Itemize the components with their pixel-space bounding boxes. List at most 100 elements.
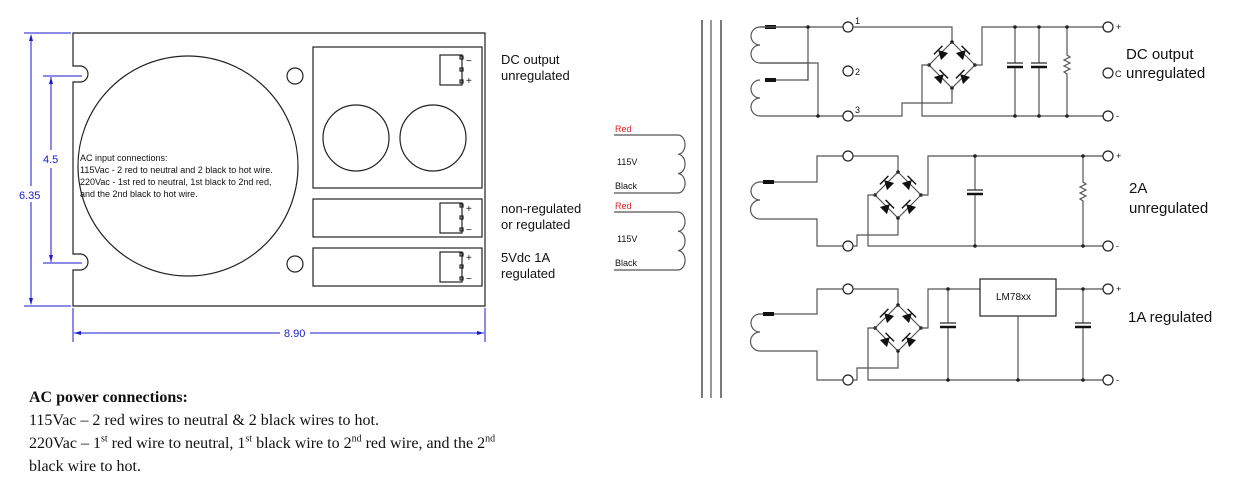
wire-label-black: Black [615,258,638,268]
output-module-dc-unregulated: − + [312,46,483,189]
capacitor [1031,25,1047,118]
terminal-sign-top: + [466,204,472,215]
capacitor [1075,287,1091,382]
pin-label-1: 1 [855,16,860,26]
terminal-3 [842,110,854,122]
terminal-sign-bottom: − [466,225,472,236]
wire-label-red: Red [615,124,632,134]
notes-sup: st [100,433,108,445]
center-tap-label: C [1115,69,1122,79]
primary-coil-2: Red 115V Black [614,201,686,271]
notes-sup: nd [485,433,496,445]
output-terminal-minus [1102,240,1114,252]
primary-coil-1: Red 115V Black [614,124,686,194]
terminal-sign-top: − [466,56,472,67]
notes-text: red wire to neutral, 1 [107,435,246,452]
fuse-icon [763,180,774,184]
notes-line-220: 220Vac – 1st red wire to neutral, 1st bl… [29,432,495,455]
output-terminal-plus [1102,21,1114,33]
enclosure-outline [72,32,486,307]
notes-line-3: black wire to hot. [29,455,495,478]
capacitor [1007,25,1023,118]
minus-sign: - [1116,241,1119,251]
dimension-width-value: 8.90 [284,328,305,340]
schematic-section-2a: + - 2A unregulated [749,150,1208,252]
voltage-label: 115V [617,157,637,167]
terminal-sign-top: + [466,253,472,264]
notes-text: red wire, and the 2 [361,435,486,452]
terminal-block [439,54,464,86]
ac-note-line3: 220Vac - 1st red to neutral, 1st black t… [80,177,271,187]
output-terminal-plus [1102,150,1114,162]
schematic-section-dc-output: 1 2 3 [750,16,1205,122]
section-1-label-line2: unregulated [1126,65,1205,82]
plus-sign: + [1116,22,1121,32]
notes-text: 220Vac – 1 [29,435,101,452]
dimension-hole-spacing: 4.5 [43,75,82,264]
pin-label-3: 3 [855,105,860,115]
bridge-rectifier [873,303,923,353]
terminal [842,374,854,386]
notes-line1-text: 115Vac – 2 red wires to neutral & 2 blac… [29,412,379,429]
ac-note: AC input connections: 115Vac - 2 red to … [80,153,273,199]
minus-sign: - [1116,111,1119,121]
notes-text: black wire to 2 [252,435,352,452]
dimension-height-value: 6.35 [19,190,40,202]
bridge-rectifier [873,170,923,220]
ac-note-line1: AC input connections: [80,153,168,163]
section-2-label-line2: unregulated [1129,200,1208,217]
transformer-core [701,20,722,398]
resistor [1078,154,1088,248]
plus-sign: + [1116,151,1121,161]
output-terminal-minus [1102,110,1114,122]
dimension-width: 8.90 [72,308,486,342]
bridge-rectifier [927,40,977,90]
dimension-hole-spacing-value: 4.5 [43,154,58,166]
dimension-height: 6.35 [19,32,71,307]
notes-sup: st [245,433,253,445]
minus-sign: - [1116,375,1119,385]
ac-note-line2: 115Vac - 2 red to neutral and 2 black to… [80,165,273,175]
notes-line-115: 115Vac – 2 red wires to neutral & 2 blac… [29,409,495,432]
section-2-label-line1: 2A [1129,180,1147,197]
wire-label-red: Red [615,201,632,211]
output-terminal-plus [1102,283,1114,295]
fuse-icon [763,312,774,316]
capacitor [940,287,956,382]
terminal-2 [842,65,854,77]
notes-heading: AC power connections: [29,389,188,406]
voltage-regulator: LM78xx [979,278,1057,382]
output-label-3-line1: 5Vdc 1A [501,250,550,265]
ac-power-notes: AC power connections: 115Vac – 2 red wir… [29,386,495,478]
output-label-2-line2: or regulated [501,217,570,232]
output-terminal-center [1102,67,1114,79]
ac-note-line4: and the 2nd black to hot wire. [80,189,198,199]
plus-sign: + [1116,284,1121,294]
terminal [842,283,854,295]
terminal [842,240,854,252]
wire-label-black: Black [615,181,638,191]
output-label-3-line2: regulated [501,266,555,281]
terminal-sign-bottom: − [466,274,472,285]
notes-sup: nd [351,433,362,445]
voltage-label: 115V [617,234,637,244]
terminal-sign-bottom: + [466,76,472,87]
output-module-non-regulated: + − [312,198,483,238]
terminal-1 [842,21,854,33]
mount-hole-bottom [286,255,304,273]
section-1-label-line1: DC output [1126,46,1194,63]
section-3-label: 1A regulated [1128,309,1212,326]
terminal [842,150,854,162]
resistor [1062,25,1072,118]
fuse-icon [765,78,776,82]
output-terminal-minus [1102,374,1114,386]
capacitor [967,154,983,248]
notes-line3-text: black wire to hot. [29,458,141,475]
output-module-5v-regulated: + − [312,247,483,287]
output-label-1-line1: DC output [501,52,560,67]
output-label-2-line1: non-regulated [501,201,581,216]
output-label-1-line2: unregulated [501,68,570,83]
fan-cutout [77,55,299,277]
mount-hole-top [286,67,304,85]
